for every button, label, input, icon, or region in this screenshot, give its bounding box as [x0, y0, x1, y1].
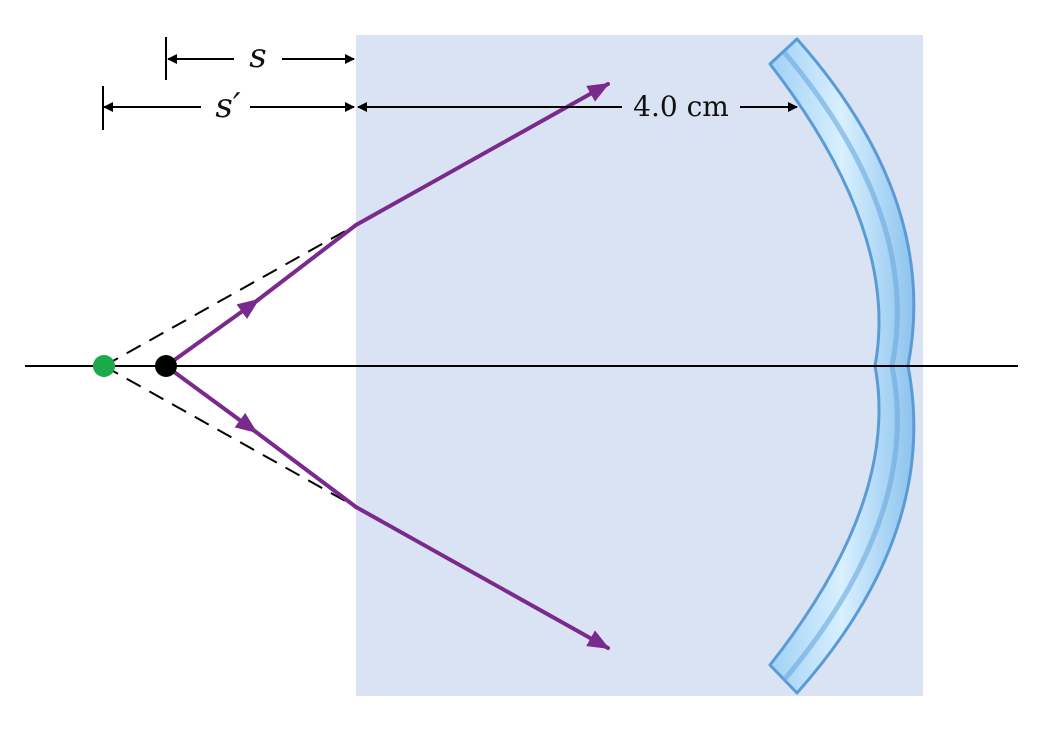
image-point — [93, 355, 115, 377]
lower-ray-segment-1 — [164, 364, 258, 434]
dimension-s-prime — [102, 86, 355, 130]
lower-ray-segment-2 — [246, 424, 358, 509]
virtual-ray-extensions — [103, 224, 357, 508]
label-s: s — [249, 36, 266, 76]
label-s-prime: s′ — [215, 86, 240, 126]
upper-ray-segment-2 — [248, 223, 358, 308]
object-point — [155, 355, 177, 377]
lower-ray-refracted — [354, 505, 610, 650]
label-distance: 4.0 cm — [633, 90, 729, 123]
upper-ray-segment-1 — [164, 298, 260, 368]
dimension-s — [165, 37, 355, 80]
light-rays — [164, 82, 610, 650]
